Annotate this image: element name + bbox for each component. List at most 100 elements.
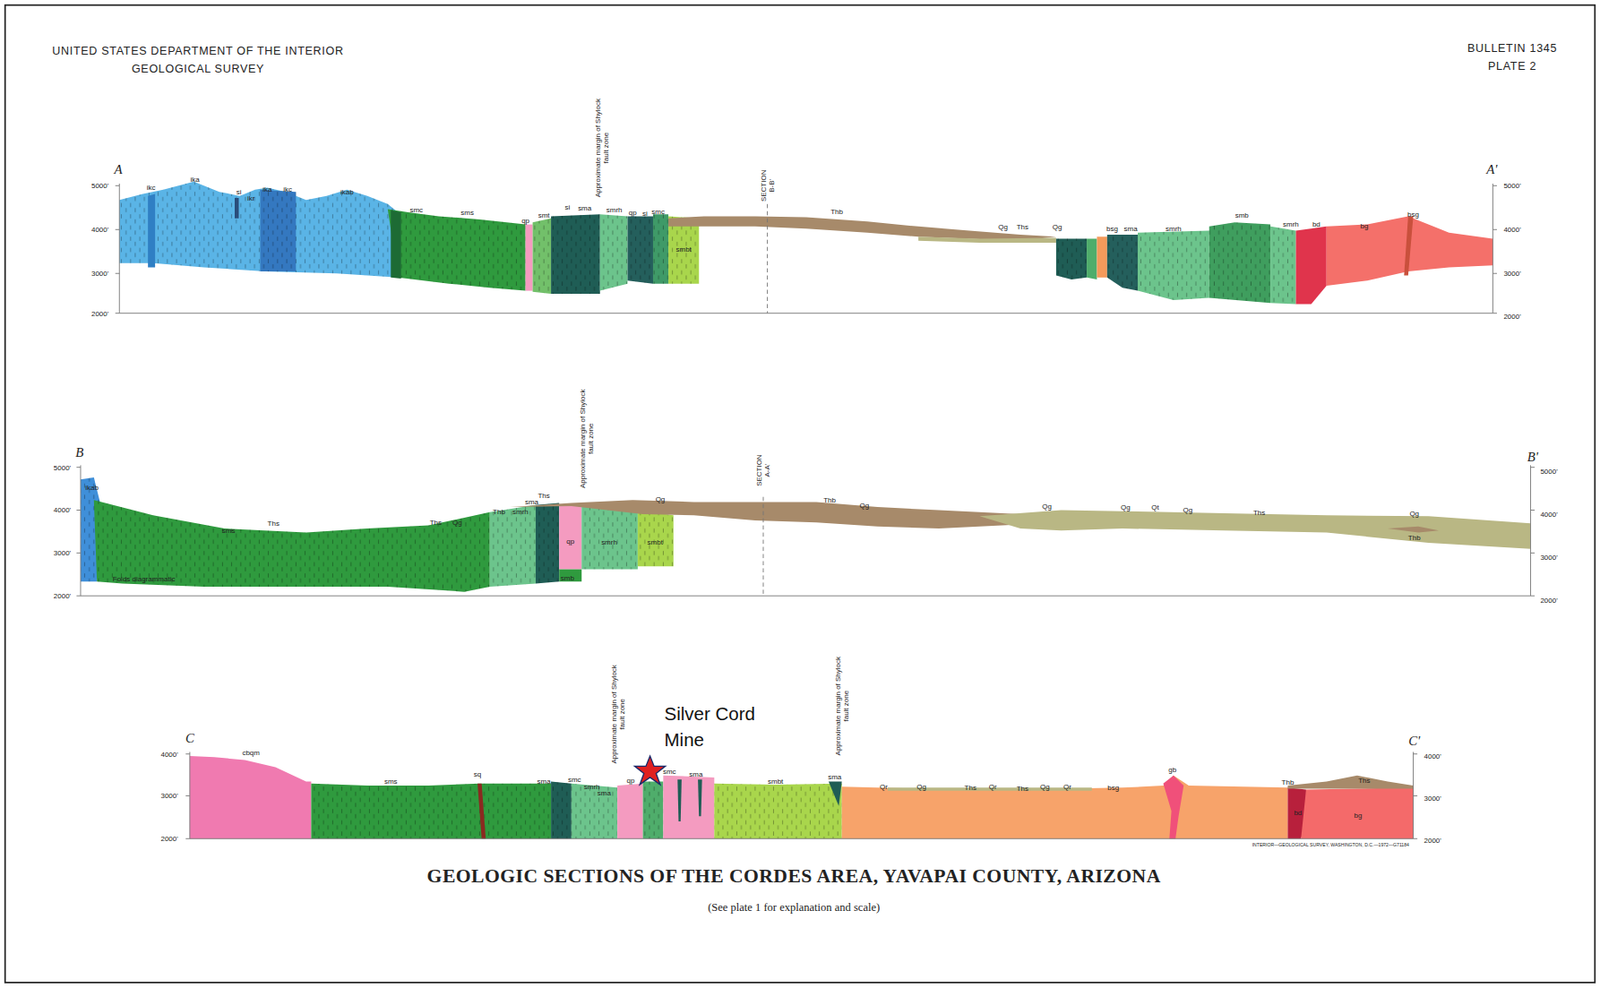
unit-label: sq [473,771,482,779]
unit-label: smb [1235,211,1249,219]
rock-unit [653,214,669,284]
section-letter: A [114,163,123,177]
axis-line [766,204,768,314]
unit-label: sma [827,773,842,781]
unit-texture [1107,234,1138,292]
section-letter: B [75,445,84,459]
rock-unit [627,215,654,284]
rock-unit [533,218,552,294]
mine-label: Silver Cord Mine [664,702,783,754]
axis-line [185,838,190,840]
rock-unit [617,783,643,840]
rock-unit [1056,239,1087,281]
rock-unit [490,505,536,587]
unit-label: Qg [1183,507,1194,515]
axis-line [1492,183,1494,314]
unit-label: sms [460,208,474,216]
unit-label: bd [1293,808,1302,817]
unit-label: 3000' [53,549,71,557]
rock-unit [477,783,486,840]
axis-line [115,312,121,314]
axis-line [1413,795,1419,797]
unit-label: sma [597,789,611,797]
unit-label: sma [537,778,551,786]
unit-texture [1270,226,1296,305]
unit-label: 3000' [91,269,109,277]
unit-label: smc [662,767,677,775]
unit-label: Qt [1151,503,1159,511]
unit-label: 4000' [1539,510,1557,518]
section-letter: C' [1408,734,1420,749]
unit-label: Qg [916,782,927,791]
axis-line [1413,753,1419,755]
axis-line [80,595,1532,597]
fault-note: Approximate margin of Shylock fault zone [834,654,851,757]
rock-unit [600,214,628,291]
unit-label: Folds diagrammatic [112,575,176,583]
unit-label: INTERIOR—GEOLOGICAL SURVEY, WASHINGTON, … [1252,843,1410,849]
rock-unit [1086,239,1097,281]
unit-label: smbt [647,538,663,546]
unit-label: smbt [676,245,692,253]
rock-unit [1326,215,1494,285]
unit-label: Ths [1016,223,1029,231]
unit-texture [550,214,601,294]
unit-texture [643,781,664,839]
section-letter: C [185,731,195,745]
unit-label: ikc [283,185,293,193]
rock-unit [637,510,674,568]
rock-unit [234,197,240,219]
rock-unit [1403,215,1413,276]
header-text: UNITED STATES DEPARTMENT OF THE INTERIOR [51,45,344,58]
axis-line [189,838,1414,840]
unit-label: 3000' [1503,269,1521,277]
unit-label: smrh [601,538,618,546]
unit-label: 3000' [160,791,178,800]
rock-unit [828,781,843,806]
unit-label: sma [524,498,539,506]
rock-unit [525,224,534,292]
unit-label: Ths [964,783,977,792]
unit-label: Qg [452,518,463,526]
unit-label: si [642,209,648,217]
axis-line [1531,552,1536,554]
unit-label: 3000' [1424,794,1442,802]
unit-label: smrh [606,206,623,215]
unit-label: Qg [1040,782,1050,791]
unit-label: bsg [1407,210,1420,218]
rock-unit [189,756,312,839]
unit-label: bg [1359,222,1368,230]
unit-texture [1056,239,1087,281]
unit-label: Ths [537,492,550,500]
unit-label: Thb [830,207,844,216]
unit-label: ikr [247,194,255,202]
unit-label: ika [262,185,272,193]
unit-label: smb [560,574,575,582]
unit-label: 5000' [53,464,71,472]
unit-label: Qg [1409,509,1420,517]
unit-label: 2000' [1424,837,1442,845]
rock-unit [662,775,714,840]
unit-label: sms [384,778,398,786]
rock-unit [979,510,1531,550]
section-note: SECTION B-B' [759,167,776,205]
unit-label: Qg [997,223,1008,231]
unit-texture [627,215,654,284]
unit-label: Ths [267,519,280,527]
header-text: PLATE 2 [1488,60,1537,73]
axis-line [762,497,764,596]
unit-label: Ths [430,518,442,526]
rock-unit [1270,226,1296,305]
unit-label: smc [409,206,423,215]
section-letter: B' [1527,450,1539,465]
unit-label: 4000' [1424,752,1442,760]
rock-unit [94,499,491,593]
unit-label: ikab [340,188,354,196]
axis-line [1492,229,1497,231]
unit-label: Qg [859,501,869,509]
unit-label: Qg [655,495,666,503]
rock-unit [147,193,155,267]
axis-line [1531,595,1536,597]
fault-note: Approximate margin of Shylock fault zone [578,387,595,491]
